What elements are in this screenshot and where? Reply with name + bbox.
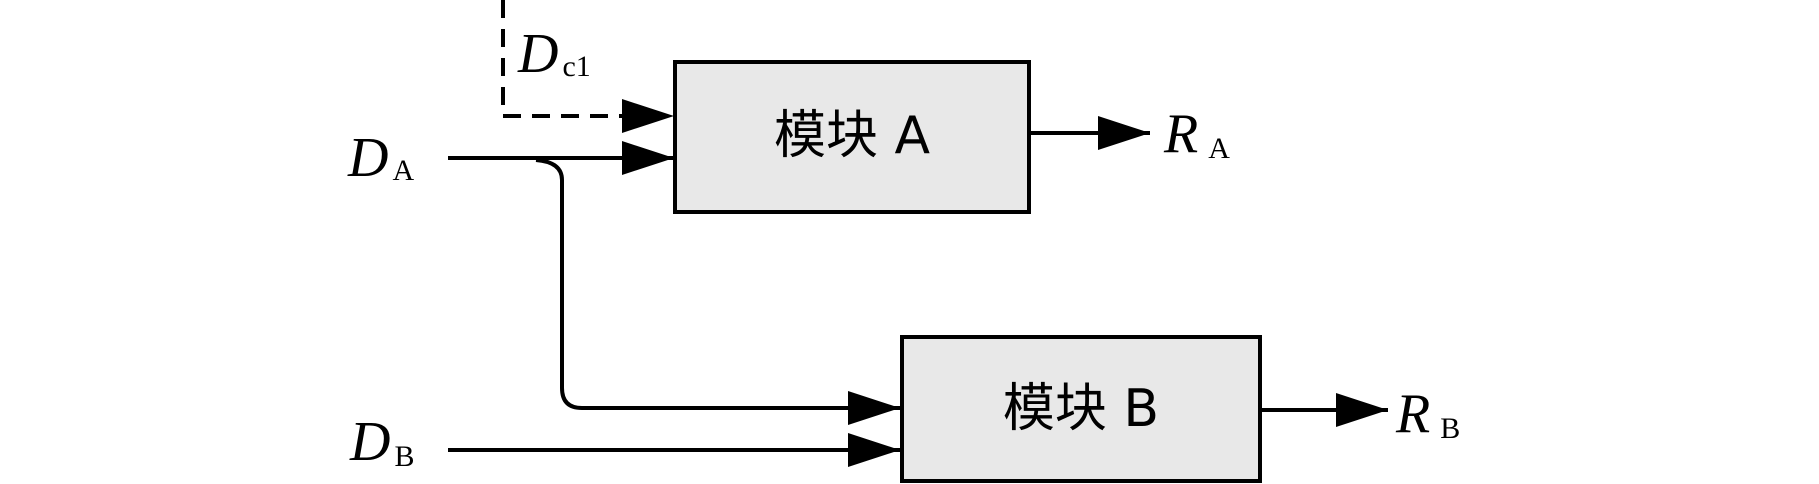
da-sub: A (392, 154, 414, 187)
module-b-label: 模块 B (1003, 379, 1159, 439)
module-a-box (673, 60, 1031, 214)
module-b-box (900, 335, 1262, 483)
dc1-main: D (517, 23, 558, 85)
da-main: D (347, 127, 388, 189)
rb-main: R (1395, 383, 1430, 445)
db-sub: B (394, 440, 414, 473)
ra-main: R (1163, 103, 1198, 165)
dc1-dashed-arrow (501, 0, 674, 133)
ra-sub: A (1208, 132, 1230, 165)
rb-sub: B (1440, 412, 1460, 445)
module-a-label: 模块 A (774, 106, 931, 166)
db-main: D (349, 411, 390, 473)
da-to-module-b-arrow (535, 158, 900, 425)
dc1-sub: c1 (562, 50, 590, 83)
